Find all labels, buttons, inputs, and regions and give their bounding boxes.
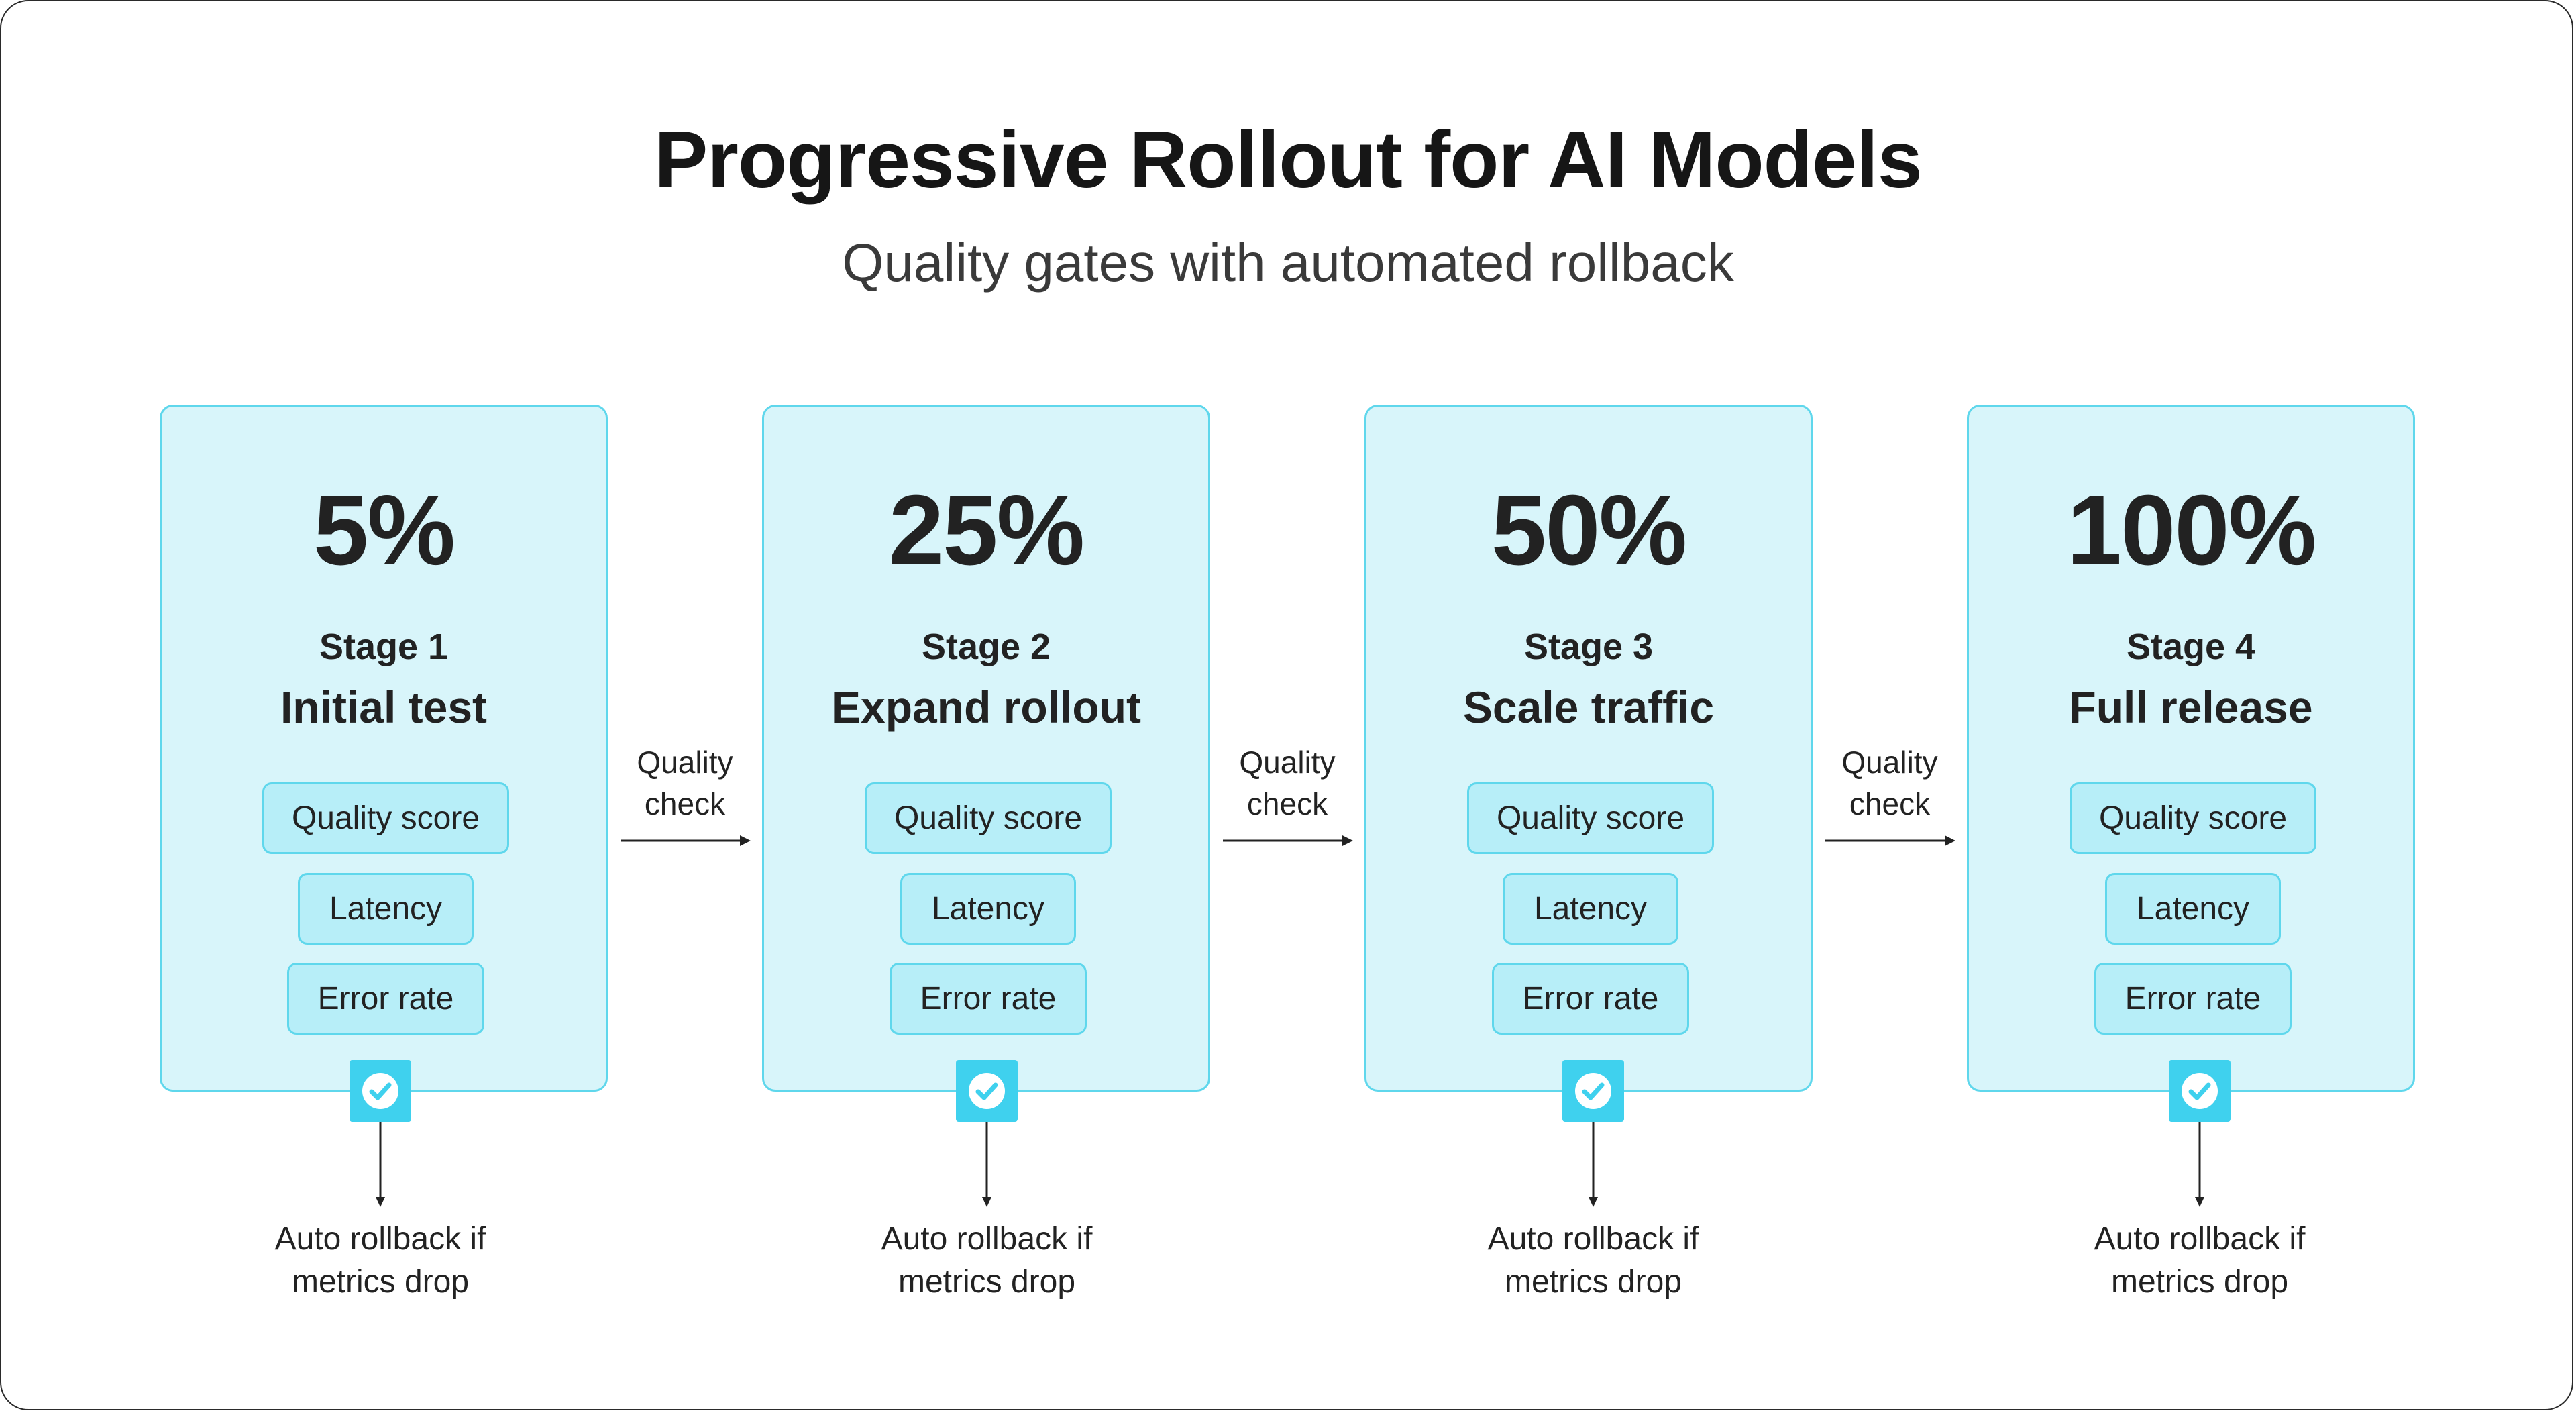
transition-line-1: Quality [1841,745,1938,780]
stage-card-3: 50% Stage 3 Scale traffic Quality score … [1364,405,1813,1092]
stage-name: Full release [2069,682,2313,732]
stage-number: Stage 1 [319,627,449,667]
stage-card-4: 100% Stage 4 Full release Quality score … [1967,405,2415,1092]
transition-line-2: check [1246,786,1328,821]
rollback-note: Auto rollback if metrics drop [2032,1218,2367,1304]
metric-error-rate: Error rate [287,963,484,1035]
transition-line-2: check [1849,786,1931,821]
stage-number: Stage 3 [1523,627,1654,667]
rollback-note: Auto rollback if metrics drop [1426,1218,1761,1304]
transition-arrow [621,835,751,846]
rollback-arrow [2195,1122,2204,1207]
metric-error-rate: Error rate [2094,963,2292,1035]
rollback-line-2: metrics drop [2110,1264,2289,1300]
stage-card-2: 25% Stage 2 Expand rollout Quality score… [762,405,1210,1092]
stage-card-1: 5% Stage 1 Initial test Quality score La… [160,405,608,1092]
rollback-arrow [1589,1122,1598,1207]
transition-label: Quality check [1809,741,1970,825]
metric-quality-score: Quality score [262,782,509,854]
rollback-note: Auto rollback if metrics drop [213,1218,548,1304]
rollback-line-2: metrics drop [291,1264,470,1300]
metric-quality-score: Quality score [2070,782,2316,854]
metric-latency: Latency [298,873,474,945]
rollback-line-1: Auto rollback if [881,1221,1093,1257]
transition-arrow [1223,835,1353,846]
stage-name: Initial test [280,682,488,732]
metric-latency: Latency [900,873,1076,945]
transition-label: Quality check [1207,741,1368,825]
diagram-title: Progressive Rollout for AI Models [654,115,1923,205]
check-icon [350,1060,411,1122]
metric-quality-score: Quality score [1467,782,1714,854]
rollback-line-2: metrics drop [1504,1264,1682,1300]
rollback-line-1: Auto rollback if [1487,1221,1699,1257]
rollback-note: Auto rollback if metrics drop [819,1218,1155,1304]
check-icon [2169,1060,2231,1122]
rollback-line-2: metrics drop [898,1264,1076,1300]
rollback-arrow [376,1122,385,1207]
transition-line-2: check [644,786,726,821]
stage-number: Stage 2 [921,627,1051,667]
stage-name: Scale traffic [1462,682,1715,732]
transition-line-1: Quality [637,745,733,780]
rollback-arrow [982,1122,991,1207]
stage-percent: 5% [313,475,455,586]
metric-latency: Latency [1503,873,1678,945]
check-icon [1562,1060,1624,1122]
transition-line-1: Quality [1239,745,1336,780]
metric-error-rate: Error rate [1492,963,1689,1035]
transition-arrow [1825,835,1955,846]
stage-percent: 25% [888,475,1085,586]
metric-error-rate: Error rate [890,963,1087,1035]
check-icon [956,1060,1018,1122]
metric-quality-score: Quality score [865,782,1112,854]
rollback-line-1: Auto rollback if [274,1221,486,1257]
stage-percent: 100% [2066,475,2317,586]
metric-latency: Latency [2105,873,2281,945]
stage-name: Expand rollout [831,682,1141,732]
diagram-subtitle: Quality gates with automated rollback [842,233,1734,293]
transition-label: Quality check [604,741,765,825]
rollback-line-1: Auto rollback if [2094,1221,2306,1257]
stage-percent: 50% [1491,475,1687,586]
stage-number: Stage 4 [2126,627,2256,667]
